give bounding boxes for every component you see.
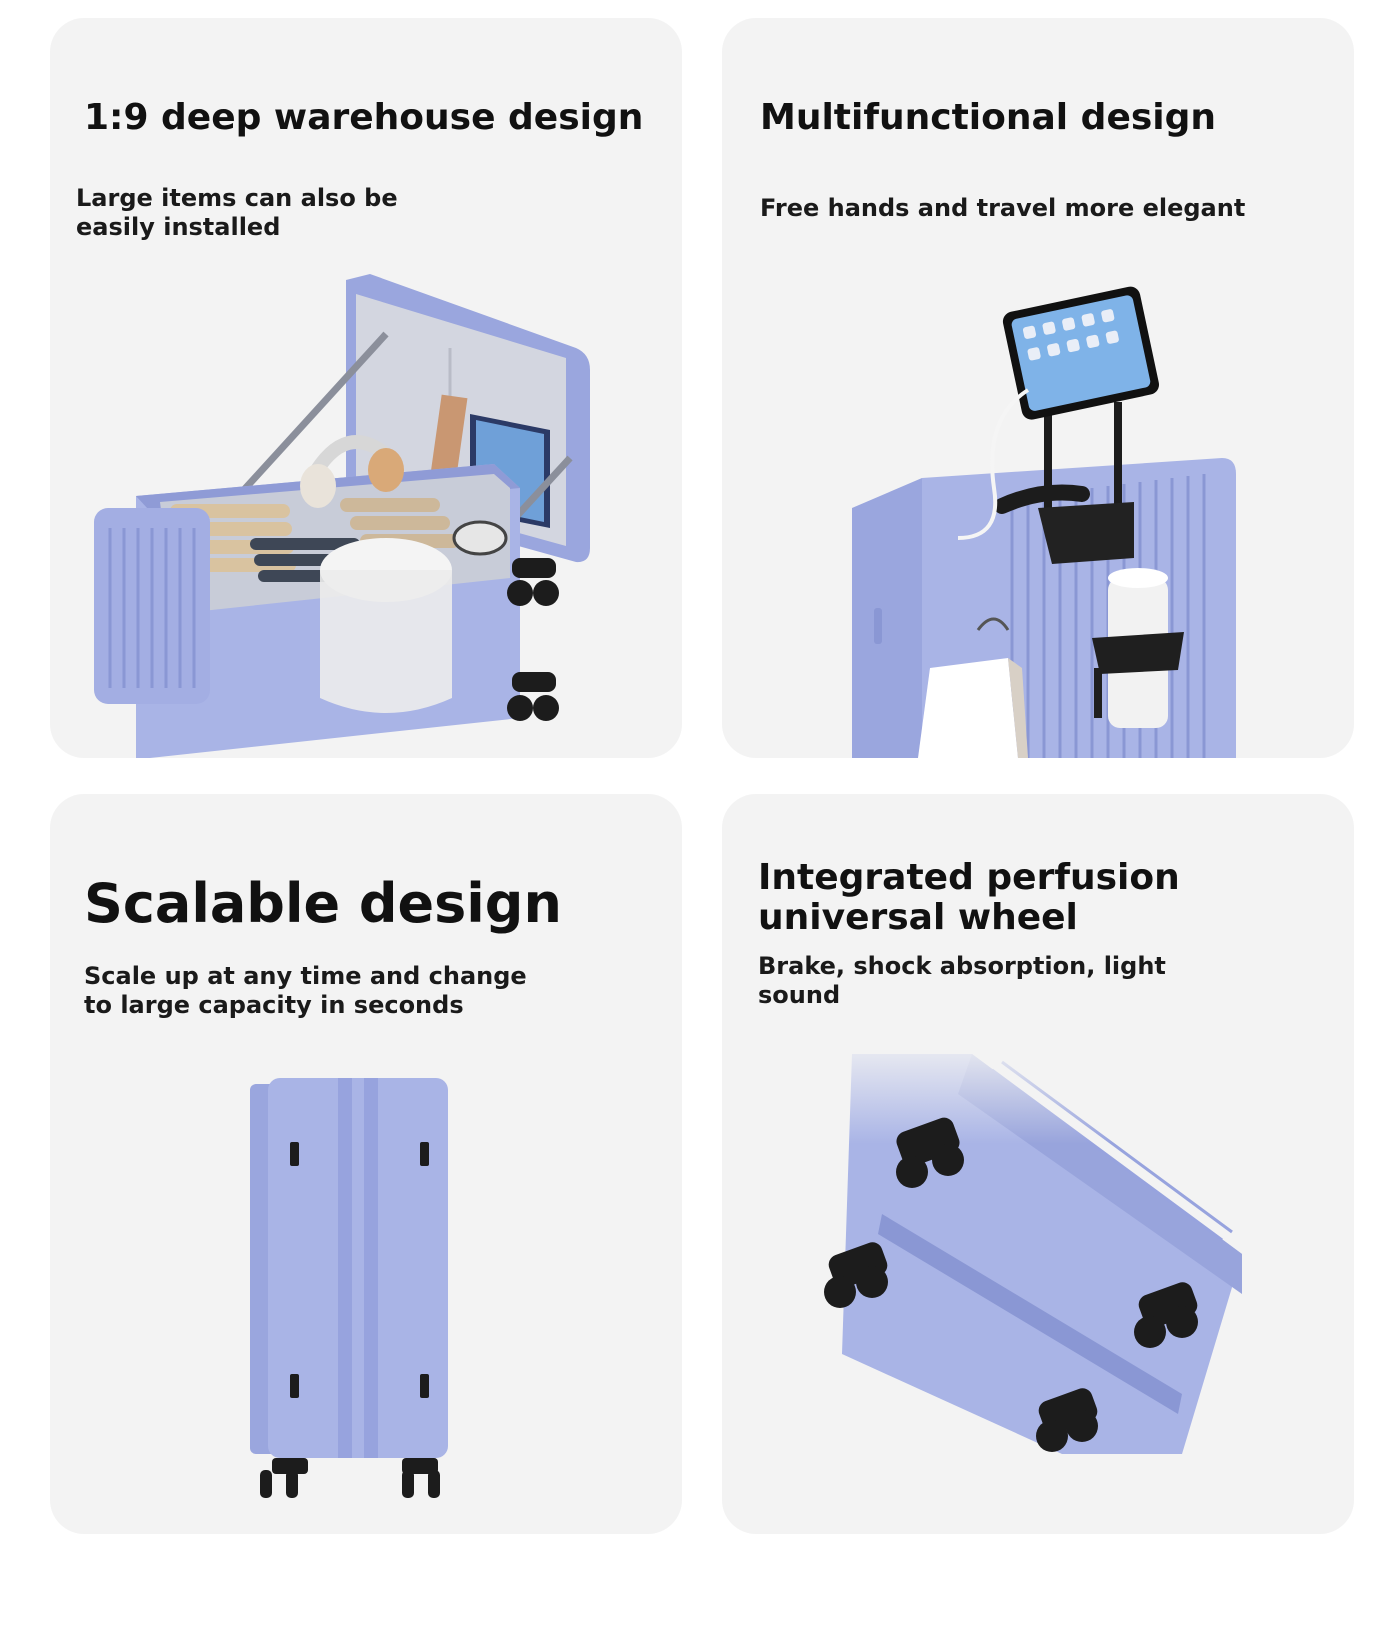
- card-title: Integrated perfusion universal wheel: [758, 857, 1180, 939]
- suitcase-tablet-cupholder-icon: [852, 286, 1236, 758]
- card-subtitle: Scale up at any time and change to large…: [84, 962, 527, 1020]
- card-title: Multifunctional design: [760, 97, 1217, 138]
- feature-card-multifunctional: Multifunctional design Free hands and tr…: [722, 18, 1354, 758]
- suitcase-side-icon: [250, 1078, 448, 1498]
- feature-card-universal-wheel: Integrated perfusion universal wheel Bra…: [722, 794, 1354, 1534]
- card-title: Scalable design: [84, 872, 562, 935]
- card-subtitle: Free hands and travel more elegant: [760, 194, 1246, 222]
- open-suitcase-icon: [94, 274, 590, 758]
- suitcase-wheels-icon: [824, 1034, 1262, 1454]
- card-subtitle: Large items can also be easily installed: [76, 184, 398, 242]
- feature-card-scalable: Scalable design Scale up at any time and…: [50, 794, 682, 1534]
- card-title: 1:9 deep warehouse design: [84, 97, 644, 138]
- card-subtitle: Brake, shock absorption, light sound: [758, 952, 1166, 1010]
- feature-card-deep-warehouse: 1:9 deep warehouse design Large items ca…: [50, 18, 682, 758]
